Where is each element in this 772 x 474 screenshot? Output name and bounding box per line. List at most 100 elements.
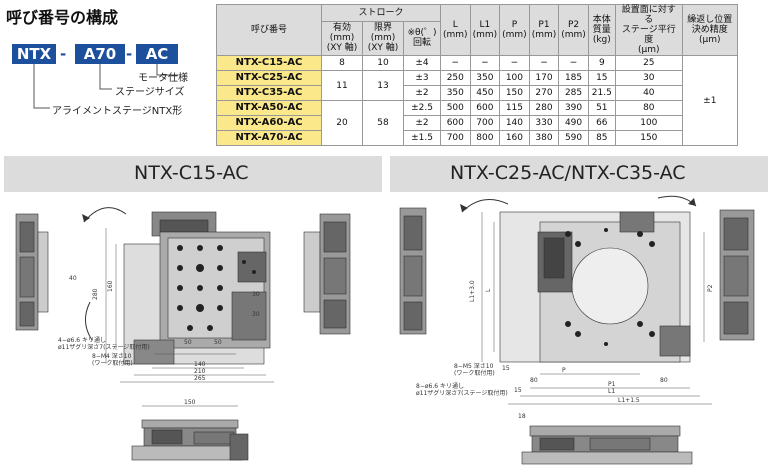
table-row: NTX-A60-AC ±2 600 700 140 330 490 66 100 — [216, 115, 738, 131]
th-P: P (mm) — [499, 4, 530, 56]
cell-effective: 20 — [321, 100, 363, 146]
cell-L1: − — [469, 55, 501, 71]
cell-P: 160 — [499, 130, 530, 146]
section-header-right: NTX-C25-AC/NTX-C35-AC — [390, 156, 768, 192]
th-L1: L1 (mm) — [469, 4, 501, 56]
th-repeat: 繰返し位置 決め精度 (μm) — [681, 4, 738, 56]
cell-model: NTX-A50-AC — [216, 100, 322, 116]
cell-parallel: 25 — [614, 55, 683, 71]
cell-mass: 51 — [587, 100, 616, 116]
th-mass: 本体 質量 (kg) — [587, 4, 616, 56]
section-title-right: NTX-C25-AC/NTX-C35-AC — [450, 162, 686, 184]
side-view-right — [719, 209, 755, 341]
cell-P2: 185 — [558, 70, 589, 86]
th-P2: P2 (mm) — [558, 4, 589, 56]
th-L: L (mm) — [440, 4, 471, 56]
th-theta: ※θ(゜) 回転 — [403, 20, 441, 57]
naming-leader-lines — [33, 64, 178, 109]
cell-L1: 800 — [469, 130, 501, 146]
cell-P2: 285 — [558, 85, 589, 101]
rotation-arrow-icon — [83, 207, 127, 223]
code-series: NTX — [12, 44, 56, 64]
cell-L: 600 — [440, 115, 471, 131]
drawing-c25-c35: L1+3.0 L1+1.5 L1 L P P1 P2 80 80 15 15 1… — [399, 195, 755, 465]
front-view — [131, 405, 249, 461]
top-view-main — [499, 211, 691, 363]
cell-L: − — [440, 55, 471, 71]
page-title: 呼び番号の構成 — [6, 8, 119, 27]
cell-effective: 11 — [321, 70, 363, 101]
th-P1: P1 (mm) — [528, 4, 560, 56]
cell-theta: ±2.5 — [403, 100, 441, 116]
dim-P1: P1 — [608, 381, 616, 388]
note-hole-1: 8−M5 深さ10 — [454, 362, 494, 370]
cell-theta: ±1.5 — [403, 130, 441, 146]
spec-table: 呼び番号 ストローク L (mm) L1 (mm) P (mm) P1 (mm)… — [216, 4, 738, 146]
dim-80a: 80 — [530, 377, 538, 384]
cell-repeat: ±1 — [681, 55, 738, 146]
note-hole-4: ø11ザグリ深さ7(ステージ取付用) — [416, 389, 508, 397]
code-size: A70 — [75, 44, 125, 64]
dim-210: 210 — [194, 368, 206, 375]
dim-280: 280 — [92, 288, 99, 300]
dim-L1: L1 — [608, 388, 615, 395]
label-stage-size: ステージサイズ — [115, 87, 185, 98]
rotation-arrow-icon — [461, 199, 509, 213]
dim-L: L — [485, 288, 492, 292]
dim-15a: 15 — [502, 365, 510, 372]
cell-P1: 380 — [528, 130, 560, 146]
side-view-left — [15, 213, 49, 331]
dim-15b: 15 — [514, 387, 522, 394]
table-row: NTX-A50-AC 20 58 ±2.5 500 600 115 280 39… — [216, 100, 738, 146]
cell-L1: 350 — [469, 70, 501, 86]
dim-L1-15: L1+1.5 — [618, 397, 640, 404]
cell-P1: 270 — [528, 85, 560, 101]
dim-L1-3: L1+3.0 — [469, 280, 476, 302]
th-effective: 有効 (mm) (XY 軸) — [321, 20, 363, 57]
cell-limit: 13 — [362, 70, 404, 101]
code-separator: - — [126, 45, 133, 63]
side-view-right — [303, 213, 351, 335]
cell-theta: ±3 — [403, 70, 441, 86]
dim-50a: 50 — [184, 339, 192, 346]
cell-P: 150 — [499, 85, 530, 101]
cell-P2: 490 — [558, 115, 589, 131]
cell-P: 100 — [499, 70, 530, 86]
note-hole-1: 4−ø6.6 キリ通し — [58, 336, 106, 344]
cell-P1: − — [528, 55, 560, 71]
cell-theta: ±2 — [403, 115, 441, 131]
dim-18: 18 — [518, 413, 526, 420]
dim-P: P — [562, 367, 566, 374]
cell-P2: 590 — [558, 130, 589, 146]
cell-model: NTX-A70-AC — [216, 130, 322, 146]
cell-P2: 390 — [558, 100, 589, 116]
dim-150: 150 — [184, 399, 196, 406]
table-row: NTX-C15-AC 8 10 ±4 − − − − − 9 25 ±1 — [216, 55, 738, 146]
mounting-holes — [565, 228, 655, 346]
dim-265: 265 — [194, 375, 206, 382]
th-model: 呼び番号 — [216, 4, 322, 56]
dim-30a: 30 — [252, 291, 260, 298]
th-stroke: ストローク — [321, 4, 441, 22]
cell-L: 350 — [440, 85, 471, 101]
cell-parallel: 100 — [614, 115, 683, 131]
note-hole-4: (ワーク取付用) — [92, 359, 133, 367]
cell-model: NTX-C25-AC — [216, 70, 322, 86]
cell-model: NTX-C15-AC — [216, 55, 322, 71]
table-row: NTX-C35-AC ±2 350 450 150 270 285 21.5 4… — [216, 85, 738, 101]
cell-parallel: 30 — [614, 70, 683, 86]
label-motor-spec: モータ仕様 — [138, 73, 188, 84]
cell-model: NTX-A60-AC — [216, 115, 322, 131]
dim-140: 140 — [194, 361, 206, 368]
cell-P: 140 — [499, 115, 530, 131]
cell-mass: 15 — [587, 70, 616, 86]
drawing-c15: 280 160 140 210 265 50 50 30 30 40 4−ø6.… — [15, 207, 351, 461]
mounting-holes — [177, 245, 256, 331]
cell-P1: 280 — [528, 100, 560, 116]
cell-L: 250 — [440, 70, 471, 86]
cell-theta: ±4 — [403, 55, 441, 71]
section-title-left: NTX-C15-AC — [134, 162, 249, 184]
dim-80b: 80 — [660, 377, 668, 384]
cell-parallel: 40 — [614, 85, 683, 101]
note-hole-3: 8−ø6.6 キリ通し — [416, 382, 464, 390]
